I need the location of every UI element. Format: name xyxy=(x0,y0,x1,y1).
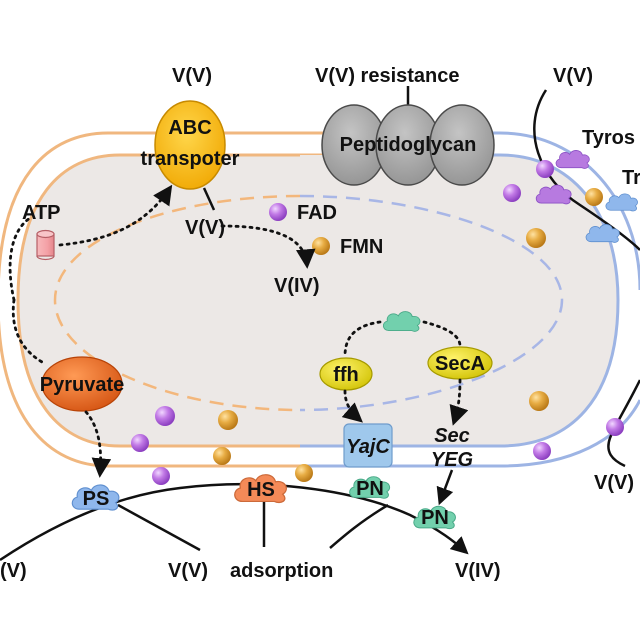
dotted-arrows xyxy=(8,184,469,478)
adsorption-label: adsorption xyxy=(230,560,333,582)
abc-connector xyxy=(202,187,216,211)
outer-membrane-bottom-right xyxy=(300,399,640,468)
viv-mid-label: V(IV) xyxy=(274,275,320,297)
sphere-icon xyxy=(585,188,603,206)
ffh-label: ffh xyxy=(333,364,359,386)
abc-label-line1: ABC xyxy=(168,117,211,139)
viv-bottom-label: V(IV) xyxy=(455,560,501,582)
yajc-label: YajC xyxy=(346,436,390,458)
abc-label-line2: transpoter xyxy=(141,148,240,170)
tyros-label: Tyros xyxy=(582,127,635,149)
cylinder-icon xyxy=(36,229,55,261)
fad-sphere-icon xyxy=(269,203,287,221)
seca-label: SecA xyxy=(435,353,485,375)
bottom-solid-lines xyxy=(0,469,469,562)
outer-membrane-right xyxy=(330,131,640,291)
sec-label-line1: Sec xyxy=(434,425,470,447)
orange-spheres xyxy=(213,188,603,482)
ffh-group: ffh xyxy=(319,357,373,391)
vv-top-left-label: V(V) xyxy=(172,65,212,87)
pn-inner-label: PN xyxy=(356,478,384,500)
nucleoid-boundary-orange xyxy=(53,194,301,412)
ps-label: PS xyxy=(83,488,110,510)
vv-resistance-label: V(V) resistance xyxy=(315,65,460,87)
sphere-icon xyxy=(131,434,149,452)
v-left-bottom-label: (V) xyxy=(0,560,27,582)
cytoplasm-right xyxy=(300,155,618,446)
sphere-icon xyxy=(533,442,551,460)
violet-cloud-icon xyxy=(555,149,590,169)
sphere-icon xyxy=(529,391,549,411)
vv-bottom-label: V(V) xyxy=(168,560,208,582)
fmn-label: FMN xyxy=(340,236,383,258)
outer-membrane-left xyxy=(0,131,330,468)
nucleoid-boundary-blue xyxy=(299,194,564,412)
pyruvate-label: Pyruvate xyxy=(40,374,125,396)
right-side-lines xyxy=(533,89,640,468)
sphere-icon xyxy=(606,418,624,436)
vv-mid-label: V(V) xyxy=(185,217,225,239)
vv-top-right-label: V(V) xyxy=(553,65,593,87)
vv-right-bottom-label: V(V) xyxy=(594,472,634,494)
sphere-icon xyxy=(152,467,170,485)
sphere-icon xyxy=(526,228,546,248)
sphere-icon xyxy=(536,160,554,178)
cell-membranes xyxy=(0,131,640,468)
sec-label-line2: YEG xyxy=(431,449,473,471)
atp-group: ATP xyxy=(22,202,61,261)
abc-transporter: ABC transpoter xyxy=(141,100,240,190)
atp-label: ATP xyxy=(22,202,61,224)
tr-label: Tr xyxy=(622,167,640,189)
sphere-icon xyxy=(155,406,175,426)
sphere-icon xyxy=(213,447,231,465)
fmn-sphere-icon xyxy=(312,237,330,255)
yajc-group: YajC xyxy=(343,423,393,468)
sphere-icon xyxy=(295,464,313,482)
hs-label: HS xyxy=(247,479,275,501)
sphere-icon xyxy=(503,184,521,202)
peptidoglycan-label: Peptidoglycan xyxy=(340,134,477,156)
secyeg-group: Sec YEG xyxy=(431,425,473,471)
sphere-icon xyxy=(218,410,238,430)
blue-cloud-icon xyxy=(605,193,638,212)
purple-spheres xyxy=(131,160,624,485)
pn-outer-label: PN xyxy=(421,507,449,529)
peptidoglycan-group: Peptidoglycan xyxy=(321,86,495,186)
fad-label: FAD xyxy=(297,202,337,224)
seca-group: SecA xyxy=(427,346,493,380)
pyruvate-group: Pyruvate xyxy=(40,356,125,412)
